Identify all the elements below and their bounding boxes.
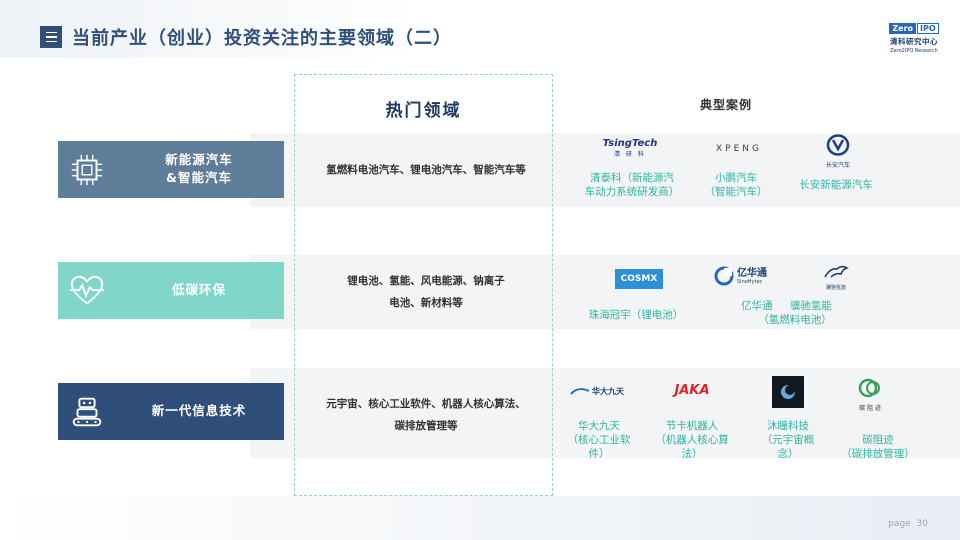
jaka-logo: JAKA — [674, 383, 710, 398]
case-jichi-name: 骥驰氢能 — [789, 300, 832, 312]
changan-emblem-icon — [826, 134, 850, 156]
logo-cn-name: 清科研究中心 — [890, 37, 938, 46]
brand-logo: Zero IPO 清科研究中心 Zero2IPO Research — [888, 22, 940, 54]
case-tsingtech: 清泰科（新能源汽 车动力系统研发商） — [584, 172, 680, 198]
sinohytec-emblem-icon — [714, 266, 734, 286]
category-label: 新能源汽车 &智能汽车 — [165, 152, 233, 185]
logo-brand-tag: IPO — [917, 22, 939, 34]
case-jaka: 节卡机器人 （机器人核心算 法） — [655, 420, 729, 460]
category-new-energy-vehicles: 新能源汽车 &智能汽车 — [58, 141, 284, 198]
page-number: page 30 — [888, 519, 928, 529]
carbonstop-emblem-icon — [858, 378, 880, 398]
horse-icon — [824, 265, 849, 278]
row-band-3 — [250, 368, 960, 458]
robot-icon — [72, 397, 102, 427]
row-band-1 — [250, 133, 960, 207]
changan-logo: 长安汽车 — [818, 134, 858, 169]
category-next-gen-it: 新一代信息技术 — [58, 383, 284, 440]
carbonstop-logo: 碳 阻 迹 — [850, 377, 890, 412]
page-title: 当前产业（创业）投资关注的主要领域（二） — [72, 28, 452, 49]
hot-field-text: 氢燃料电池汽车、锂电池汽车、智能汽车等 — [326, 164, 526, 176]
case-sinohytec: 亿华通 骥驰氢能 （氢燃料电池） — [741, 300, 832, 326]
case-moonton: 沐瞳科技 （元宇宙概 念） — [761, 420, 815, 460]
case-xpeng: 小鹏汽车 （智能汽车） — [704, 172, 768, 198]
hot-field-text: 锂电池、氢能、风电能源、钠离子 电池、新材料等 — [347, 275, 505, 309]
chip-icon — [71, 154, 103, 186]
sinohytec-logo: 亿华通 SinoHytec — [714, 266, 778, 286]
case-cosmx: 珠海冠宇（锂电池） — [588, 309, 684, 321]
category-label: 新一代信息技术 — [151, 403, 247, 418]
case-changan: 长安新能源汽车 — [799, 179, 873, 191]
xpeng-logo: XPENG — [716, 144, 762, 154]
category-low-carbon: 低碳环保 — [58, 262, 284, 319]
footer-background — [0, 496, 960, 540]
jichi-logo: 骥驰氢能 — [816, 264, 856, 291]
empyrean-swoosh-icon — [570, 387, 590, 395]
moonton-logo — [772, 376, 804, 408]
hot-field-header: 热门领域 — [385, 101, 462, 121]
case-empyrean: 华大九天 （核心工业软 件） — [567, 420, 631, 460]
heart-pulse-icon — [69, 275, 105, 305]
row-band-2 — [250, 255, 960, 329]
logo-en-name: Zero2IPO Research — [890, 48, 938, 54]
moonton-emblem-icon — [781, 385, 795, 399]
empyrean-logo: 华大九天 — [570, 386, 632, 397]
tsingtech-logo: TsingTech 清 研 科 — [602, 138, 658, 158]
cases-header: 典型案例 — [700, 98, 753, 112]
hot-field-text: 元宇宙、核心工业软件、机器人核心算法、 碳排放管理等 — [326, 398, 526, 432]
hot-field-column-frame — [294, 74, 553, 496]
title-bar: 当前产业（创业）投资关注的主要领域（二） — [40, 24, 452, 50]
menu-icon[interactable] — [40, 26, 62, 48]
cosmx-logo: COSMX — [615, 269, 663, 289]
header-background — [0, 0, 420, 58]
logo-brand: Zero — [889, 22, 917, 34]
category-label: 低碳环保 — [171, 282, 226, 297]
case-carbonstop: 碳阻迹 （碳排放管理） — [841, 434, 915, 460]
